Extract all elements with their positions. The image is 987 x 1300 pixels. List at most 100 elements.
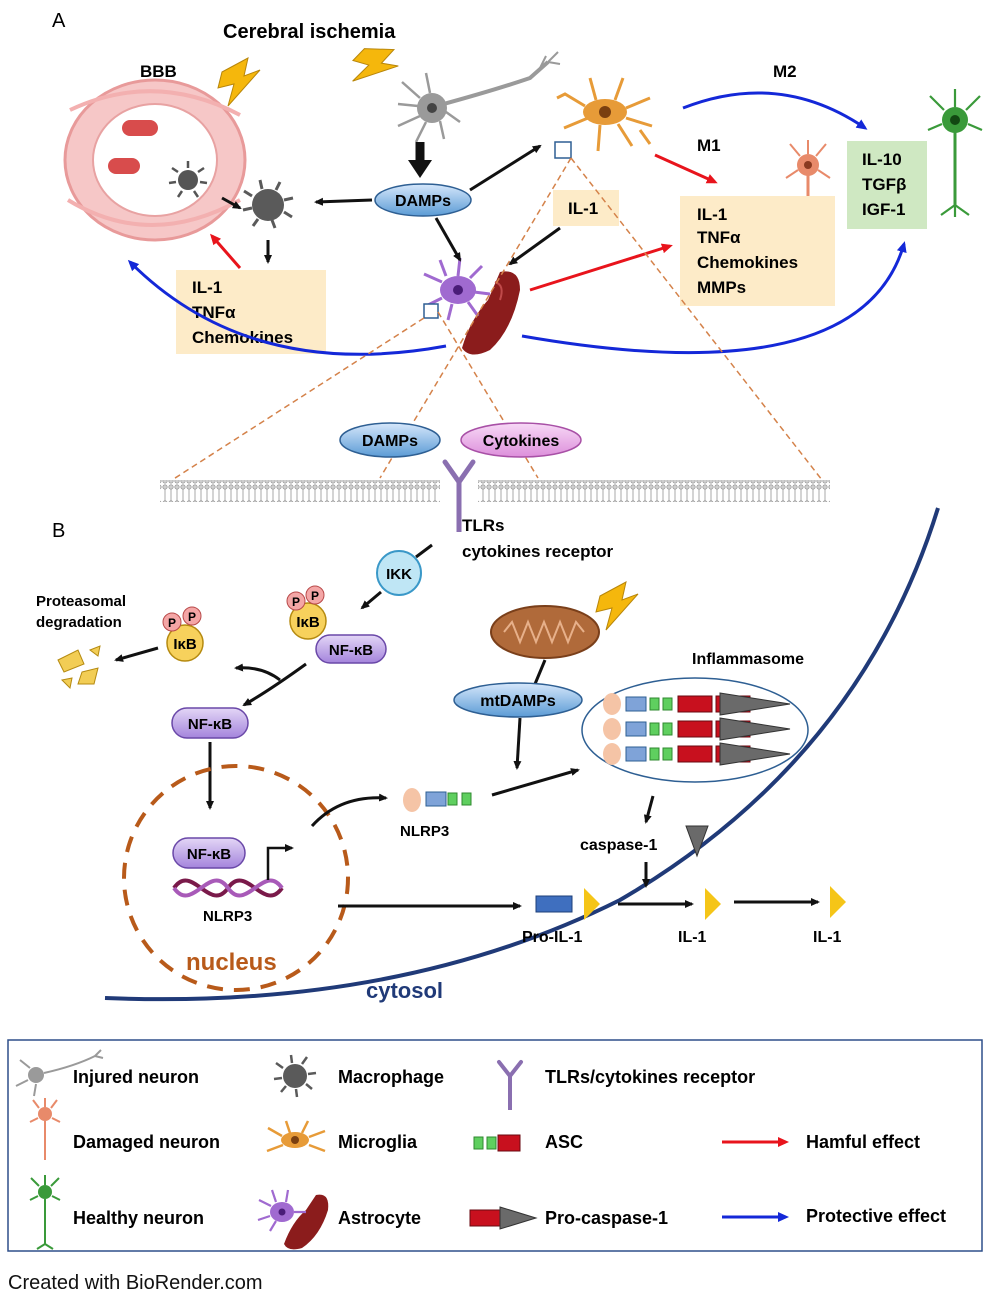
- cerebral-ischemia-title: Cerebral ischemia: [223, 21, 396, 43]
- legend-microglia-icon: [266, 1120, 326, 1153]
- macrophage-in-vessel-icon: [168, 161, 208, 198]
- legend-damaged-neuron-icon: [29, 1098, 61, 1160]
- free-phospho-1-label: P: [168, 616, 176, 630]
- m1-box-line-3: Chemokines: [697, 253, 798, 272]
- nfkb-complex-label: NF-κB: [329, 642, 373, 659]
- m1-box-line-4: MMPs: [697, 278, 746, 297]
- legend-receptor-icon: [497, 1060, 523, 1110]
- ikk-circle: [376, 550, 422, 596]
- astrocyte-zoom-box: [423, 303, 439, 319]
- legend-injured-neuron: Injured neuron: [73, 1067, 199, 1087]
- nucleus-to-nlrp3-arrow: [310, 793, 388, 828]
- pro-il1-rect: [535, 895, 573, 913]
- biorender-credit: Created with BioRender.com: [8, 1272, 263, 1294]
- receptor-label-line-1: TLRs: [462, 516, 505, 535]
- degraded-fragments-icon: [57, 645, 101, 690]
- phospho-2: [305, 585, 325, 605]
- free-ikb-label: IκB: [173, 636, 197, 653]
- il1-box: [553, 190, 619, 226]
- legend-astrocyte: Astrocyte: [338, 1208, 421, 1228]
- pro-il1-triangle: [584, 888, 600, 920]
- mtdamps-arrow: [513, 717, 522, 770]
- left-box-line-1: IL-1: [192, 278, 222, 297]
- cytosol-boundary: [104, 507, 940, 1002]
- healthy-neuron-icon: [927, 89, 983, 217]
- phospho-1: [286, 591, 306, 611]
- bbb-label: BBB: [140, 62, 177, 81]
- nucleus-label: nucleus: [186, 949, 277, 976]
- legend-receptor: TLRs/cytokines receptor: [545, 1067, 755, 1087]
- phospho-1-label: P: [292, 595, 300, 609]
- legend-macrophage-icon: [273, 1054, 317, 1098]
- m2-label: M2: [773, 62, 797, 81]
- free-phospho-1: [162, 612, 182, 632]
- cytosol-label: cytosol: [366, 978, 443, 1003]
- m1-box: [680, 196, 835, 306]
- legend-pro-caspase: Pro-caspase-1: [545, 1208, 668, 1228]
- m1-box-line-1: IL-1: [697, 205, 727, 224]
- m2-box-line-3: IGF-1: [862, 200, 905, 219]
- legend-healthy-neuron: Healthy neuron: [73, 1208, 204, 1228]
- damps-oval: [374, 183, 472, 217]
- cytokines-oval: [460, 422, 582, 458]
- panel-a-label: A: [52, 10, 66, 32]
- free-nfkb-label: NF-κB: [188, 716, 232, 733]
- ikk-label: IKK: [386, 566, 412, 583]
- nlrp3-label: NLRP3: [400, 823, 449, 840]
- legend-damaged-neuron: Damaged neuron: [73, 1132, 220, 1152]
- cytokines-label: Cytokines: [483, 433, 560, 450]
- legend-healthy-neuron-icon: [29, 1175, 61, 1250]
- mtdamps-label: mtDAMPs: [480, 693, 556, 710]
- astrocyte-icon: [423, 257, 520, 355]
- lightning-neuron-icon: [343, 34, 405, 98]
- left-cytokine-box: [176, 270, 326, 354]
- panel-b-label: B: [52, 520, 65, 542]
- panel-a-arrows: [127, 91, 907, 356]
- il1-box-label: IL-1: [568, 199, 598, 218]
- secreted-il1-label: IL-1: [813, 929, 842, 946]
- lightning-mito-icon: [595, 581, 639, 631]
- receptor-label-line-2: cytokines receptor: [462, 542, 614, 561]
- caspase1-label: caspase-1: [580, 837, 657, 854]
- m1-box-line-2: TNFα: [697, 228, 741, 247]
- free-phospho-2: [182, 606, 202, 626]
- mito-to-mtdamps-line: [533, 659, 547, 685]
- inflammasome-arrow: [643, 795, 655, 824]
- microglia-zoom-box: [554, 141, 572, 159]
- phospho-2-label: P: [311, 589, 319, 603]
- bbb-vessel-icon: [63, 78, 247, 242]
- left-box-line-2: TNFα: [192, 303, 236, 322]
- pro-il1-label: Pro-IL-1: [522, 929, 583, 946]
- proteasomal-line-1: Proteasomal: [36, 593, 126, 610]
- nucleus-nfkb-pill: [172, 837, 246, 869]
- nlrp3-protein-icon: [403, 788, 472, 812]
- membrane-left: [160, 480, 440, 502]
- nucleus-boundary: [122, 764, 350, 992]
- m2-box: [847, 141, 927, 229]
- legend-protective: Protective effect: [806, 1206, 946, 1226]
- split-arrow: [242, 662, 307, 707]
- thick-arrow-icon: [408, 160, 432, 178]
- m2-box-line-2: TGFβ: [862, 175, 906, 194]
- ikb-complex-label: IκB: [296, 614, 320, 631]
- mtdamps-oval: [453, 682, 583, 718]
- injured-neuron-icon: [397, 51, 561, 143]
- caspase1-icon: [685, 825, 709, 858]
- nfkb-complex-pill: [315, 634, 387, 664]
- legend-pro-caspase-icon: [469, 1206, 538, 1230]
- nlrp3-to-inflammasome-arrow: [491, 768, 580, 797]
- receptor-to-ikk-line: [415, 543, 433, 559]
- legend-asc: ASC: [545, 1132, 583, 1152]
- legend-asc-icon: [473, 1134, 521, 1152]
- free-phospho-2-label: P: [188, 610, 196, 624]
- lightning-bbb-icon: [217, 57, 261, 107]
- free-nfkb-pill: [171, 707, 249, 739]
- membrane-right: [478, 480, 830, 502]
- inflammasome-label: Inflammasome: [692, 651, 804, 668]
- legend-macrophage: Macrophage: [338, 1067, 444, 1087]
- transcription-arrow: [266, 844, 294, 880]
- ikk-arrow: [360, 590, 382, 610]
- m2-box-line-1: IL-10: [862, 150, 902, 169]
- damps-b-label: DAMPs: [362, 433, 418, 450]
- m1-label: M1: [697, 136, 721, 155]
